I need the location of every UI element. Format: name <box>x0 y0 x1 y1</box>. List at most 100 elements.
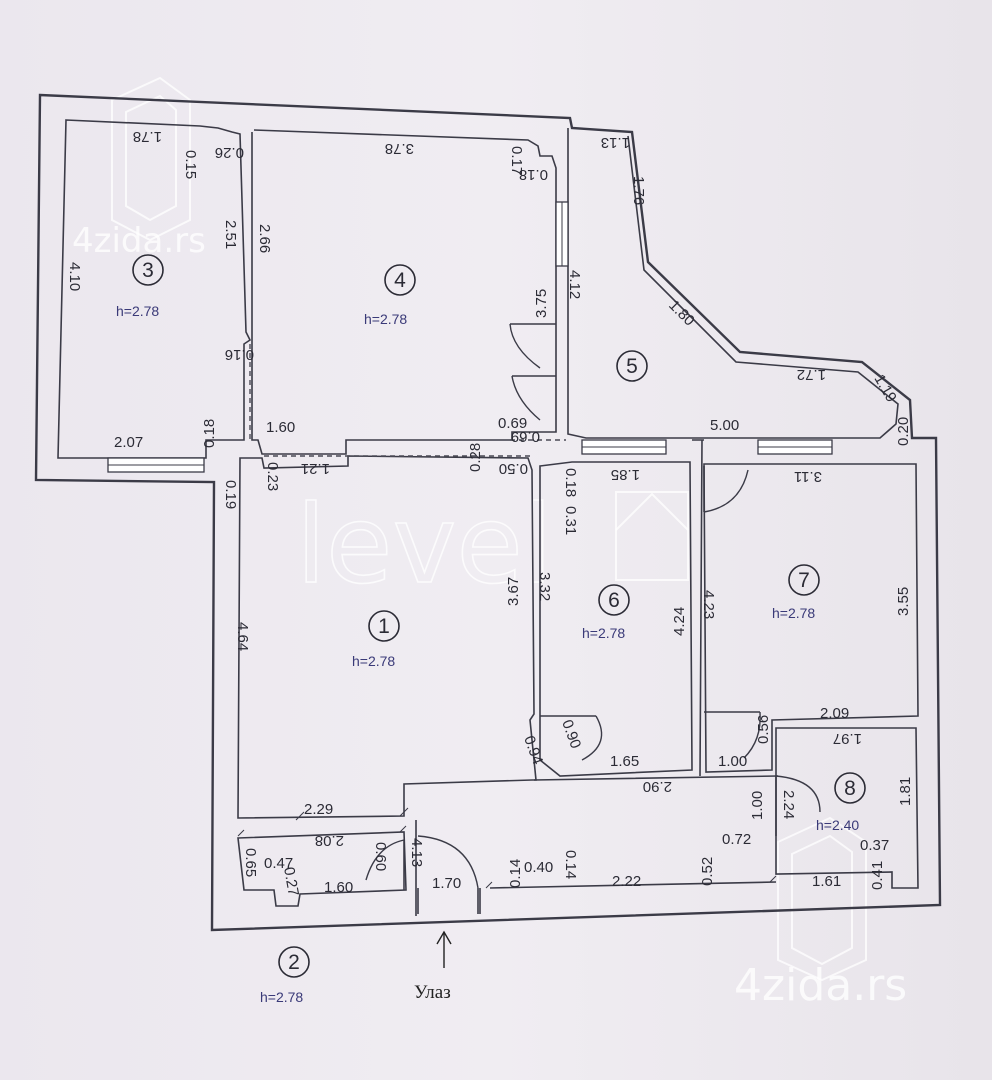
dim-label: 3.55 <box>895 587 912 616</box>
dim-label: 1.80 <box>665 297 698 330</box>
door-room-8 <box>775 775 821 836</box>
dim-label: 1.60 <box>266 419 295 436</box>
entrance-label: Улаз <box>414 982 451 1003</box>
room-6-marker <box>598 584 630 616</box>
room-3-walls <box>57 119 252 459</box>
room-7-height: h=2.78 <box>772 605 815 621</box>
room-1-number: 1 <box>378 615 390 638</box>
room-5-number: 5 <box>626 355 638 378</box>
dim-label: 0.47 <box>264 855 293 872</box>
dim-label: 0.17 <box>508 146 525 175</box>
room-2-marker <box>278 946 310 978</box>
dim-label: 0.18 <box>562 468 579 497</box>
door-room-4 <box>509 323 556 421</box>
room-7-walls <box>703 463 919 773</box>
dim-label: 1.00 <box>749 791 766 820</box>
dim-label: 1.13 <box>601 134 630 151</box>
door-room-6 <box>540 715 603 761</box>
dim-label: 1.21 <box>301 460 330 477</box>
dim-label: 0.52 <box>699 857 716 886</box>
dim-label: 0.60 <box>372 842 389 871</box>
dim-label: 0.28 <box>467 443 484 472</box>
room-8-height: h=2.40 <box>816 817 859 833</box>
dim-label: 1.19 <box>871 372 900 406</box>
dim-label: 0.14 <box>507 859 524 888</box>
dim-label: 4.10 <box>66 262 83 291</box>
opening-dashed <box>249 344 566 457</box>
dim-label: 0.14 <box>562 850 579 879</box>
dim-label: 5.00 <box>710 417 739 434</box>
room-1-marker <box>368 610 400 642</box>
room-4-height: h=2.78 <box>364 311 407 327</box>
dim-label: 3.78 <box>385 140 414 157</box>
room-5-walls <box>567 128 899 439</box>
dim-label: 3.32 <box>536 572 553 601</box>
dim-label: 1.70 <box>432 875 461 892</box>
room-7-number: 7 <box>798 569 810 592</box>
room-7-marker <box>788 564 820 596</box>
dim-label: 0.37 <box>860 837 889 854</box>
watermark-level-mark <box>615 491 689 581</box>
dim-label: 0.50 <box>499 460 528 477</box>
dim-label: 0.18 <box>519 166 548 183</box>
dim-label: 0.20 <box>895 417 912 446</box>
dim-label: 0.40 <box>524 859 553 876</box>
dim-label: 1.81 <box>897 777 914 806</box>
watermark-level: level <box>296 483 553 608</box>
dim-label: 4.12 <box>566 270 583 299</box>
room-2-number: 2 <box>288 951 300 974</box>
dim-label: 4.24 <box>671 607 688 636</box>
dim-label: 0.72 <box>722 831 751 848</box>
dim-label: 0.31 <box>562 506 579 535</box>
dim-label: 2.29 <box>304 801 333 818</box>
dim-label: 2.07 <box>114 434 143 451</box>
dim-label: 2.90 <box>643 778 672 795</box>
dim-label: 0.15 <box>182 150 199 179</box>
room-6-walls <box>539 461 693 777</box>
room-8-number: 8 <box>844 777 856 800</box>
hall-walls <box>415 439 779 916</box>
dim-label: 1.85 <box>611 466 640 483</box>
room-3-marker <box>132 254 164 286</box>
watermark-site-top: 4zida.rs <box>72 221 206 261</box>
dim-label: 3.11 <box>794 468 822 485</box>
dim-label: 0.18 <box>201 419 218 448</box>
room-2-height: h=2.78 <box>260 989 303 1005</box>
dim-label: 1.61 <box>812 873 841 890</box>
watermark-logo-bottom-right <box>777 816 867 982</box>
dim-label: 2.24 <box>780 790 797 819</box>
dim-label: 0.69 <box>511 428 540 445</box>
dim-label: 2.66 <box>256 224 273 253</box>
dim-label: 4.23 <box>700 590 717 619</box>
dim-label: 0.19 <box>222 480 239 509</box>
dim-label: 0.23 <box>264 462 281 491</box>
door-hall <box>704 711 761 759</box>
room-4-marker <box>384 264 416 296</box>
dim-label: 0.69 <box>498 415 527 432</box>
dim-label: 3.67 <box>505 577 522 606</box>
dim-label: 2.09 <box>820 705 849 722</box>
door-room-2 <box>365 839 405 890</box>
door-room-7 <box>703 466 749 513</box>
room-1-walls <box>237 455 537 819</box>
dim-label: 1.76 <box>630 176 647 205</box>
dim-label: 1.00 <box>718 753 747 770</box>
room-6-number: 6 <box>608 589 620 612</box>
room-6-height: h=2.78 <box>582 625 625 641</box>
dim-label: 2.22 <box>612 873 641 890</box>
dim-label: 1.72 <box>797 366 826 383</box>
room-4-walls <box>251 129 557 455</box>
room-8-marker <box>834 772 866 804</box>
dimension-ticks <box>237 807 777 889</box>
dim-label: 1.78 <box>133 128 162 145</box>
dim-label: 4.13 <box>408 838 425 867</box>
dim-label: 1.97 <box>833 730 862 747</box>
room-1-height: h=2.78 <box>352 653 395 669</box>
watermark-logo-top-left <box>111 76 191 242</box>
dim-label: 0.26 <box>215 144 244 161</box>
dim-label: 1.60 <box>324 879 353 896</box>
dim-label: 2.08 <box>315 832 344 849</box>
room-3-height: h=2.78 <box>116 303 159 319</box>
